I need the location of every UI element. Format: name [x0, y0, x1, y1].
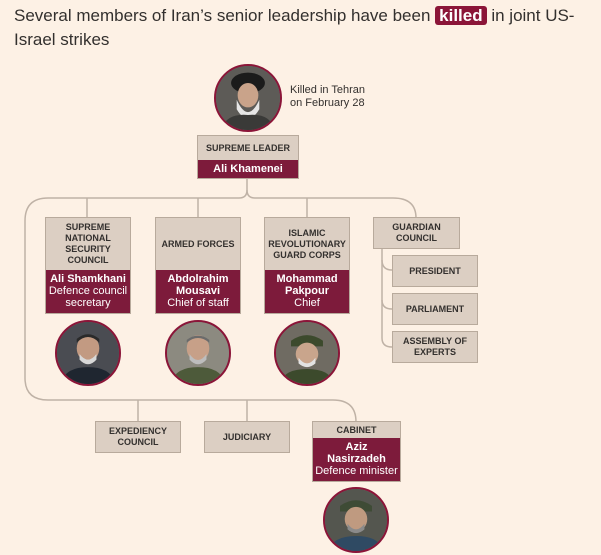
headline-after: in joint US-Israel strikes: [14, 6, 575, 49]
president-box: PRESIDENT: [392, 255, 478, 287]
parliament-box: PARLIAMENT: [392, 293, 478, 325]
cabinet-name-band: Aziz Nasirzadeh Defence minister: [313, 438, 400, 481]
annotation-line-1: Killed in Tehran: [290, 84, 366, 96]
cabinet-role: Defence minister: [315, 465, 398, 477]
armed-forces-name: Abdolrahim Mousavi: [167, 273, 229, 297]
assembly-of-experts-box: ASSEMBLY OF EXPERTS: [392, 331, 478, 363]
supreme-leader-name: Ali Khamenei: [213, 163, 283, 175]
annotation-line-2: on February 28: [290, 97, 365, 109]
armed-forces-title: ARMED FORCES: [156, 218, 240, 270]
cabinet-title: CABINET: [313, 422, 400, 438]
cabinet-card: CABINET Aziz Nasirzadeh Defence minister: [312, 421, 401, 482]
portrait-aziz-nasirzadeh: [323, 487, 389, 553]
supreme-leader-name-band: Ali Khamenei: [198, 160, 298, 178]
supreme-leader-card: SUPREME LEADER Ali Khamenei: [197, 135, 299, 179]
person-photo-icon: [325, 489, 387, 551]
snsc-card: SUPREME NATIONAL SECURITY COUNCIL Ali Sh…: [45, 217, 131, 314]
supreme-leader-title: SUPREME LEADER: [198, 136, 298, 160]
cabinet-name: Aziz Nasirzadeh: [327, 441, 386, 465]
armed-forces-name-band: Abdolrahim Mousavi Chief of staff: [156, 270, 240, 313]
guardian-council-box: GUARDIAN COUNCIL: [373, 217, 460, 249]
snsc-role: Defence council secretary: [48, 285, 128, 309]
irgc-card: ISLAMIC REVOLUTIONARY GUARD CORPS Mohamm…: [264, 217, 350, 314]
irgc-title: ISLAMIC REVOLUTIONARY GUARD CORPS: [265, 218, 349, 270]
snsc-title: SUPREME NATIONAL SECURITY COUNCIL: [46, 218, 130, 270]
person-photo-icon: [167, 322, 229, 384]
armed-forces-card: ARMED FORCES Abdolrahim Mousavi Chief of…: [155, 217, 241, 314]
portrait-ali-khamenei: [214, 64, 282, 132]
expediency-council-box: EXPEDIENCY COUNCIL: [95, 421, 181, 453]
judiciary-box: JUDICIARY: [204, 421, 290, 453]
irgc-name: Mohammad Pakpour: [276, 273, 338, 297]
headline: Several members of Iran’s senior leaders…: [14, 4, 589, 52]
headline-before: Several members of Iran’s senior leaders…: [14, 6, 436, 25]
portrait-ali-shamkhani: [55, 320, 121, 386]
headline-highlight: killed: [435, 6, 487, 25]
person-photo-icon: [216, 66, 280, 130]
snsc-name: Ali Shamkhani: [50, 273, 126, 285]
person-photo-icon: [276, 322, 338, 384]
irgc-role: Chief: [294, 297, 320, 309]
annotation-killed-in-tehran: Killed in Tehran on February 28: [290, 84, 410, 110]
snsc-name-band: Ali Shamkhani Defence council secretary: [46, 270, 130, 313]
person-photo-icon: [57, 322, 119, 384]
armed-forces-role: Chief of staff: [167, 297, 229, 309]
portrait-abdolrahim-mousavi: [165, 320, 231, 386]
portrait-mohammad-pakpour: [274, 320, 340, 386]
irgc-name-band: Mohammad Pakpour Chief: [265, 270, 349, 313]
